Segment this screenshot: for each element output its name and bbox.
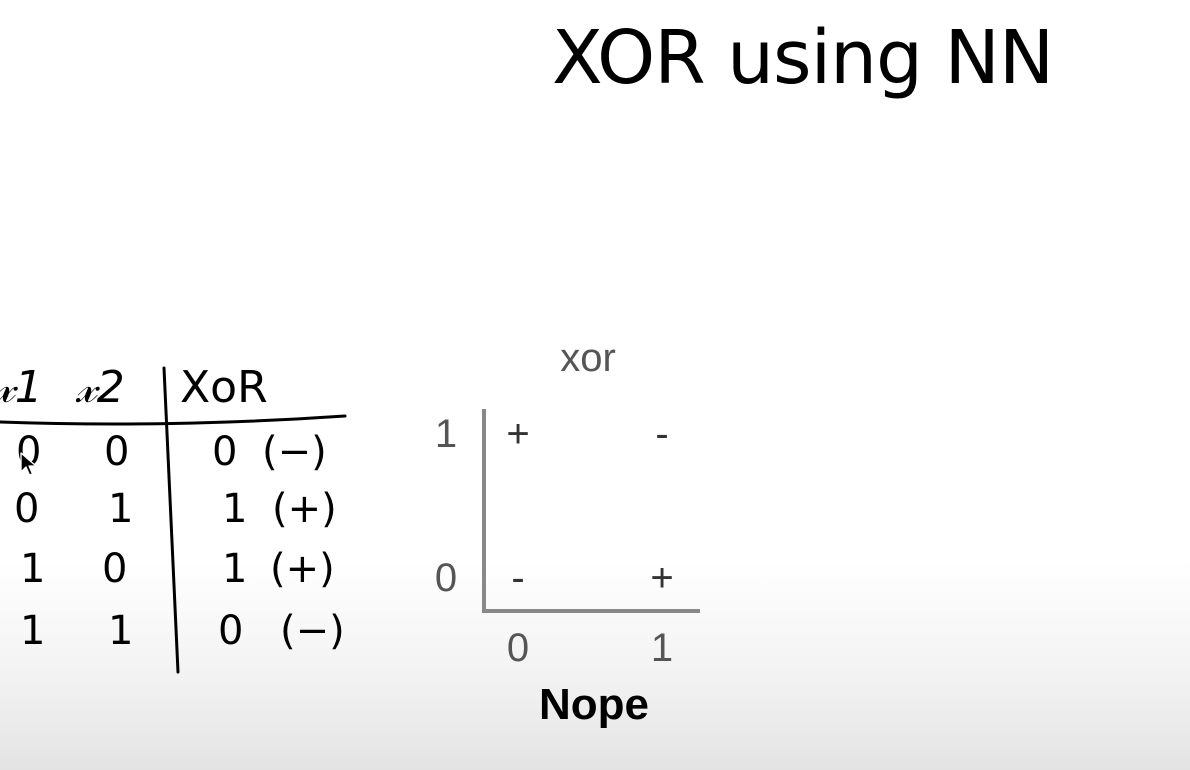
cell-x1: 1 (20, 608, 45, 654)
y-tick-label: 0 (435, 556, 457, 600)
table-vertical-rule (162, 366, 180, 674)
plot-title: xor (560, 336, 616, 380)
header-x1: 𝓍1 (0, 362, 43, 413)
table-row-4: 1 1 0 (−) (20, 608, 345, 654)
point-label: - (511, 556, 524, 600)
cell-x2: 1 (108, 608, 133, 654)
cell-sign: (−) (280, 608, 345, 654)
point-label: + (650, 556, 673, 600)
table-row-3: 1 0 1 (+) (20, 546, 335, 592)
cell-sign: (+) (270, 546, 335, 592)
table-row-1: 0 0 0 (−) (16, 429, 327, 475)
truth-table-headers: 𝓍1 𝓍2 XoR (0, 362, 268, 413)
plot-points: + - - + (506, 412, 673, 600)
cell-sign: (−) (262, 429, 327, 475)
table-horizontal-rule (0, 414, 347, 426)
point-label: + (506, 412, 529, 456)
cell-x2: 1 (108, 486, 133, 532)
truth-table: 𝓍1 𝓍2 XoR 0 0 0 (−) 0 1 1 (+) 1 0 1 (+) … (0, 362, 347, 674)
y-tick-label: 1 (435, 412, 457, 456)
header-xor: XoR (180, 362, 268, 413)
xor-plot: xor 1 0 0 1 + - - + Nope (435, 336, 700, 729)
slide-title: XOR using NN (552, 15, 1054, 101)
header-x2: 𝓍2 (75, 362, 125, 413)
point-label: - (655, 412, 668, 456)
table-row-2: 0 1 1 (+) (14, 486, 337, 532)
cell-xor: 0 (218, 608, 243, 654)
cell-x1: 1 (20, 546, 45, 592)
plot-caption: Nope (539, 680, 649, 729)
x-tick-label: 0 (507, 626, 529, 670)
cell-x2: 0 (102, 546, 127, 592)
plot-ticks: 1 0 0 1 (435, 412, 673, 670)
cell-xor: 1 (222, 486, 247, 532)
cell-xor: 1 (222, 546, 247, 592)
x-tick-label: 1 (651, 626, 673, 670)
cell-sign: (+) (272, 486, 337, 532)
cell-xor: 0 (212, 429, 237, 475)
mouse-cursor-icon (20, 452, 37, 476)
cell-x1: 0 (14, 486, 39, 532)
plot-axes (482, 409, 700, 613)
cell-x2: 0 (104, 429, 129, 475)
